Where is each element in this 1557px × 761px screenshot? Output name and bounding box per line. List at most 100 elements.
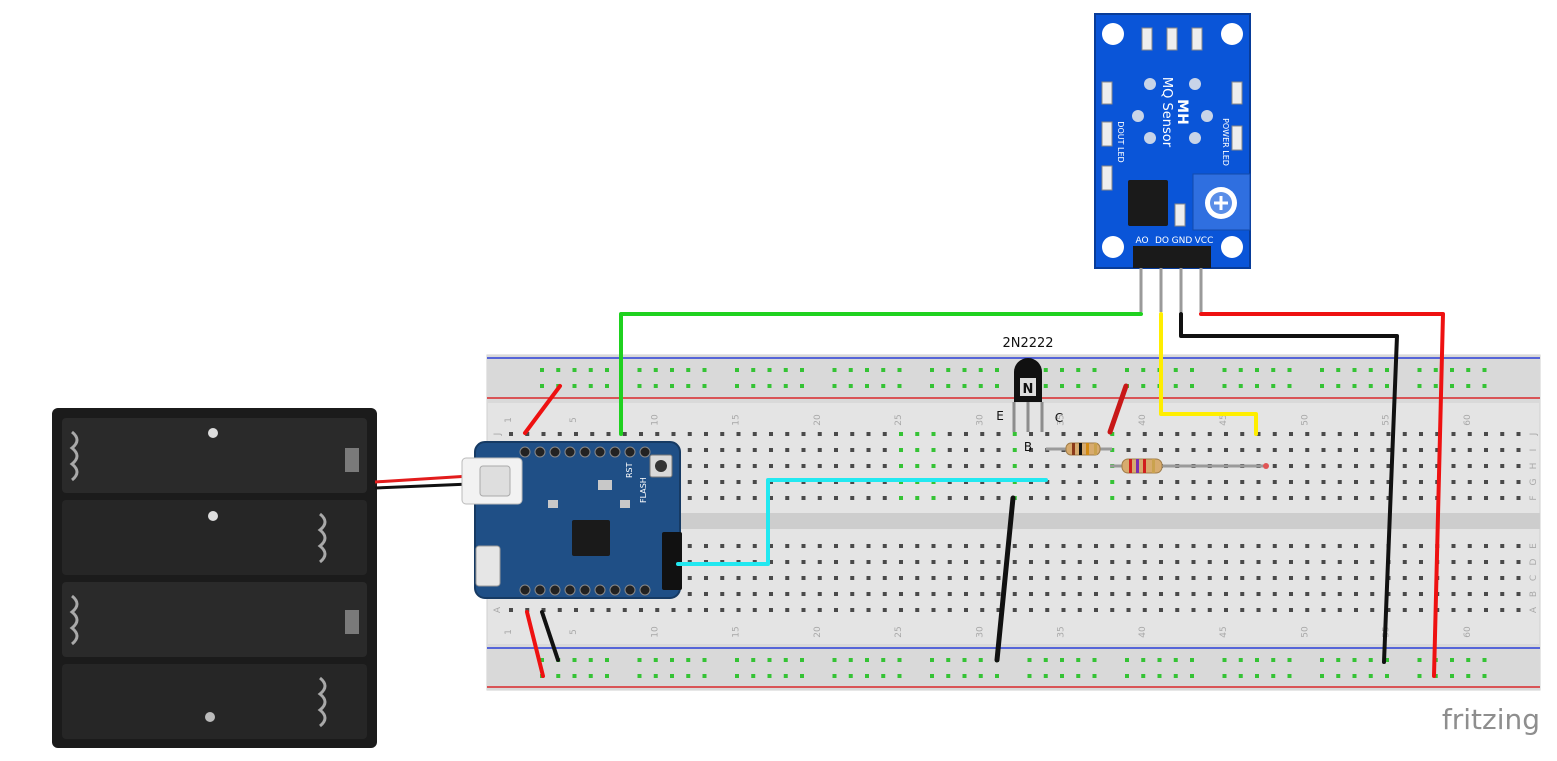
breadboard-hole [1305,480,1310,484]
breadboard-hole [1094,608,1098,612]
rail-hole [702,658,707,662]
breadboard-hole [1159,608,1163,612]
rail-hole [1466,384,1471,388]
breadboard-hole [1110,480,1115,484]
breadboard-hole [1077,480,1082,484]
transistor-pin-c-label: C [1055,411,1063,425]
rail-hole [653,368,658,372]
column-number-label: 10 [650,414,660,426]
breadboard-hole [785,496,790,500]
rail-hole [653,658,658,662]
breadboard-hole [1305,592,1310,596]
breadboard-hole [1191,560,1196,564]
breadboard-hole [1354,496,1358,500]
rail-hole [767,368,772,372]
rail-hole [686,384,691,388]
breadboard-hole [1484,608,1488,612]
rail-hole [897,658,902,662]
column-number-label: 40 [1138,414,1148,426]
rail-hole [1043,384,1048,388]
breadboard-hole [1386,464,1391,468]
breadboard-hole [1289,432,1293,436]
breadboard-hole [1272,480,1277,484]
rail-hole [1320,368,1324,372]
transistor-part-label: 2N2222 [1002,336,1053,351]
row-letter-label: E [1529,543,1539,549]
column-number-label: 5 [569,417,579,423]
breadboard-hole [1045,464,1050,468]
rail-hole [735,384,739,388]
breadboard-hole [1077,608,1082,612]
breadboard-hole [736,592,741,596]
transistor-body-letter: N [1023,382,1034,397]
breadboard-hole [704,464,708,468]
breadboard-hole [704,496,708,500]
rail-hole [588,368,593,372]
breadboard-hole [1402,464,1407,468]
rail-hole [832,658,837,662]
breadboard-hole [1126,544,1131,548]
breadboard-hole [1516,560,1521,564]
breadboard-hole [1419,576,1423,580]
breadboard-hole [769,560,773,564]
sensor-brand-label: MH [1174,99,1190,125]
rail-hole [1450,658,1454,662]
rail-hole [1482,658,1487,662]
rail-hole [832,674,837,678]
breadboard-hole [1516,448,1521,452]
breadboard-hole [1500,544,1505,548]
breadboard-hole [996,448,1001,452]
breadboard-hole [752,608,757,612]
breadboard-hole [996,432,1001,436]
breadboard-hole [1402,560,1407,564]
rail-hole [1190,658,1194,662]
breadboard-hole [1142,608,1147,612]
breadboard-hole [1045,592,1050,596]
rail-hole [1417,658,1422,662]
column-number-label: 25 [894,414,904,425]
breadboard-hole [1061,576,1066,580]
breadboard-hole [1289,592,1293,596]
battery-holder [52,408,377,748]
breadboard-hole [736,576,741,580]
breadboard-hole [1045,576,1050,580]
breadboard-hole [557,608,562,612]
breadboard-hole [1305,464,1310,468]
breadboard-hole [1354,576,1358,580]
breadboard-hole [996,544,1001,548]
breadboard-hole [606,608,611,612]
breadboard-hole [1142,432,1147,436]
breadboard-hole [1321,432,1326,436]
rail-hole [1043,368,1048,372]
breadboard-hole [1207,448,1212,452]
breadboard-hole [1029,496,1033,500]
breadboard-hole [801,576,806,580]
breadboard-hole [769,464,773,468]
breadboard-hole [1370,496,1375,500]
breadboard-hole [964,608,968,612]
breadboard-hole [1289,448,1293,452]
breadboard-hole [1419,448,1423,452]
column-number-label: 55 [1382,414,1392,425]
breadboard-hole [704,544,708,548]
rail-hole [1352,384,1357,388]
rail-hole [637,658,642,662]
breadboard-hole [1061,608,1066,612]
rail-hole [1125,658,1129,662]
rail-hole [540,384,544,388]
breadboard-hole [964,432,968,436]
rail-hole [962,384,967,388]
rail-hole [1060,384,1064,388]
rail-hole [670,368,674,372]
breadboard-hole [752,464,757,468]
breadboard-hole [1419,432,1423,436]
breadboard-hole [996,608,1001,612]
breadboard-hole [1337,496,1342,500]
breadboard-hole [801,432,806,436]
breadboard-hole [801,464,806,468]
breadboard-hole [1256,544,1261,548]
breadboard-hole [931,560,936,564]
breadboard-hole [1061,480,1066,484]
row-letter-label: C [1529,575,1539,581]
breadboard-hole [1337,576,1342,580]
